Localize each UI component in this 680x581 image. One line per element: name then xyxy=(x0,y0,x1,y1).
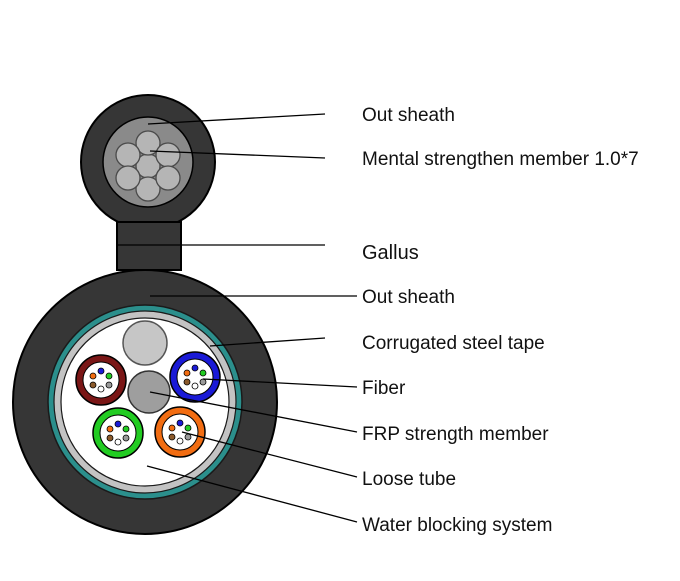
messenger-strand xyxy=(135,176,161,202)
loose-tube-inner xyxy=(99,414,137,452)
messenger-strand xyxy=(115,165,141,191)
label-loose-tube: Loose tube xyxy=(362,469,456,490)
leader-messenger-wire xyxy=(149,150,326,159)
label-frp-member: FRP strength member xyxy=(362,424,549,445)
fiber xyxy=(176,437,184,445)
loose-tube-green xyxy=(92,407,144,459)
fiber xyxy=(122,434,130,442)
label-water-blocking: Water blocking system xyxy=(362,515,552,536)
fiber-group xyxy=(183,364,207,390)
filler-rod xyxy=(122,320,168,366)
fiber xyxy=(122,425,130,433)
fiber xyxy=(105,372,113,380)
fiber xyxy=(168,433,176,441)
fiber-group xyxy=(106,420,130,446)
label-gallus: Gallus xyxy=(362,242,419,264)
messenger-strand xyxy=(135,130,161,156)
fiber xyxy=(114,438,122,446)
leader-fiber xyxy=(202,378,358,388)
fiber xyxy=(184,433,192,441)
leader-loose-tube xyxy=(181,431,358,478)
fiber xyxy=(97,385,105,393)
leader-out-sheath-top xyxy=(147,113,326,125)
fiber xyxy=(89,372,97,380)
leader-frp-member xyxy=(149,391,358,433)
labels: Out sheath Mental strengthen member 1.0*… xyxy=(362,105,639,536)
messenger-part xyxy=(80,94,216,230)
messenger-strand xyxy=(115,142,141,168)
loose-tube-inner xyxy=(176,358,214,396)
fiber xyxy=(199,369,207,377)
fiber xyxy=(114,420,122,428)
messenger-strand xyxy=(155,165,181,191)
main-cable xyxy=(12,269,278,535)
fiber xyxy=(184,424,192,432)
messenger-wire-strands xyxy=(115,130,181,202)
loose-tube-inner xyxy=(82,361,120,399)
loose-tube-orange xyxy=(154,406,206,458)
fiber xyxy=(168,424,176,432)
loose-tube-blue xyxy=(169,351,221,403)
leader-corrugated-tape xyxy=(209,337,326,347)
label-out-sheath-top: Out sheath xyxy=(362,105,455,126)
leader-lines xyxy=(117,113,358,523)
loose-tube-brown xyxy=(75,354,127,406)
label-corrugated-tape: Corrugated steel tape xyxy=(362,333,545,354)
fiber xyxy=(106,434,114,442)
fiber xyxy=(183,369,191,377)
label-out-sheath: Out sheath xyxy=(362,287,455,308)
messenger-strand xyxy=(155,142,181,168)
fiber xyxy=(105,381,113,389)
gallus-neck xyxy=(116,221,182,271)
leader-water-blocking xyxy=(146,465,358,523)
fiber-group xyxy=(89,367,113,393)
fiber xyxy=(191,364,199,372)
fiber xyxy=(97,367,105,375)
fiber xyxy=(106,425,114,433)
fiber xyxy=(191,382,199,390)
fiber xyxy=(176,419,184,427)
label-fiber: Fiber xyxy=(362,378,406,399)
fiber xyxy=(183,378,191,386)
fiber xyxy=(89,381,97,389)
loose-tube-inner xyxy=(161,413,199,451)
label-messenger-wire: Mental strengthen member 1.0*7 xyxy=(362,149,639,170)
frp-strength-member xyxy=(127,370,171,414)
fiber xyxy=(199,378,207,386)
